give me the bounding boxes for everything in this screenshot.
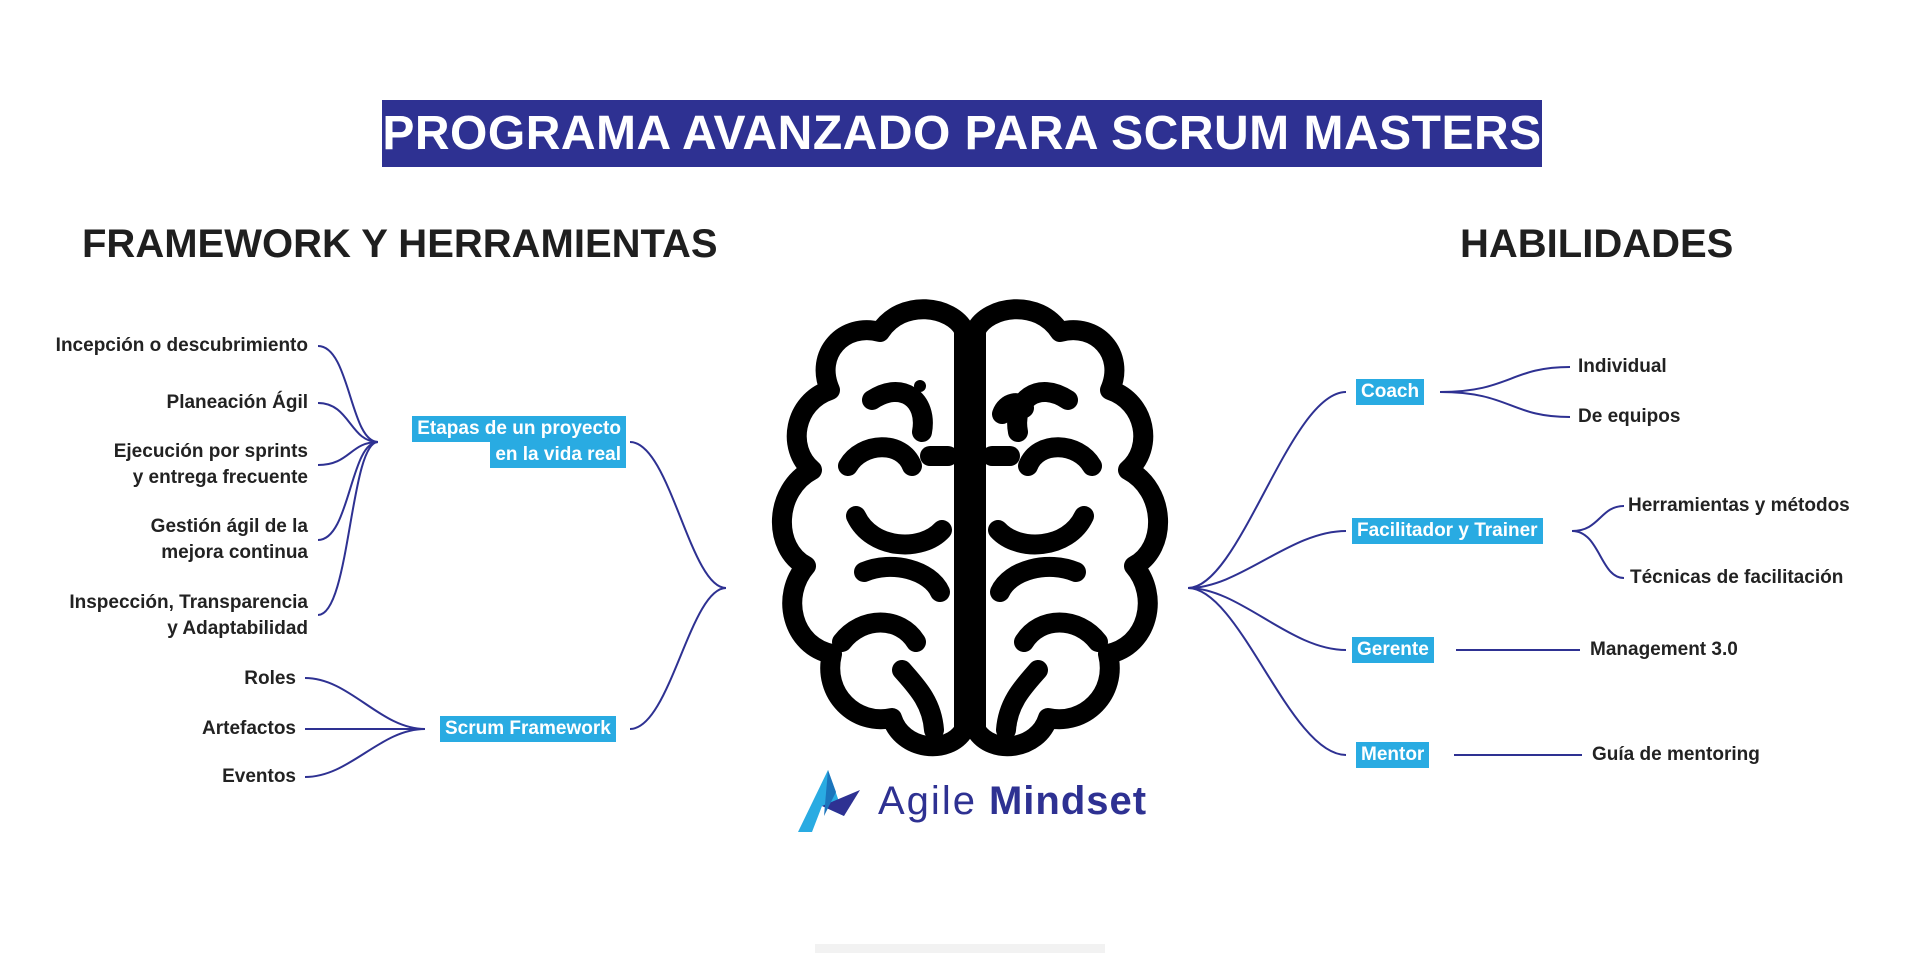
connector-scrum-3 <box>304 728 426 778</box>
mentor-item-mentoring: Guía de mentoring <box>1592 744 1760 765</box>
etapas-item-3-line1: Ejecución por sprints <box>113 441 308 462</box>
title-banner: PROGRAMA AVANZADO PARA SCRUM MASTERS <box>382 100 1542 167</box>
hub-facilitador-trainer: Facilitador y Trainer <box>1352 518 1543 544</box>
scrum-item-roles: Roles <box>244 668 296 689</box>
etapas-item-4-line1: Gestión ágil de la <box>150 516 308 537</box>
connector-facil-1 <box>1571 505 1625 532</box>
connector-brain-gerente <box>1187 587 1347 651</box>
brand-word-agile: Agile <box>878 778 977 823</box>
etapas-item-2: Planeación Ágil <box>40 390 308 416</box>
connector-etapas-5 <box>317 441 379 616</box>
brand-logo: Agile Mindset <box>788 766 1147 836</box>
etapas-item-4-line2: mejora continua <box>161 542 308 563</box>
connector-coach-1 <box>1439 366 1571 393</box>
gerente-item-management: Management 3.0 <box>1590 639 1738 660</box>
connector-etapas-brain <box>629 441 727 589</box>
etapas-item-3-line2: y entrega frecuente <box>132 467 308 488</box>
facilitador-item-tecnicas: Técnicas de facilitación <box>1630 567 1844 588</box>
connector-brain-mentor <box>1187 587 1347 756</box>
brand-word-mindset: Mindset <box>988 778 1148 823</box>
brain-icon <box>772 299 1168 757</box>
right-section-heading: HABILIDADES <box>1460 222 1734 266</box>
etapas-item-4: Gestión ágil de la mejora continua <box>40 514 308 566</box>
hub-gerente: Gerente <box>1352 637 1434 663</box>
hub-etapas: Etapas de un proyecto en la vida real <box>400 416 626 468</box>
scrum-item-artefactos: Artefactos <box>202 718 296 739</box>
hub-etapas-line2: en la vida real <box>490 442 626 468</box>
bottom-scroll-strip <box>815 944 1105 953</box>
etapas-item-2-text: Planeación Ágil <box>166 392 308 413</box>
connector-etapas-3 <box>317 441 379 466</box>
hub-scrum-framework: Scrum Framework <box>440 716 616 742</box>
etapas-item-5-line2: y Adaptabilidad <box>167 618 308 639</box>
etapas-item-1: Incepción o descubrimiento <box>40 333 308 359</box>
etapas-item-3: Ejecución por sprints y entrega frecuent… <box>40 439 308 491</box>
connector-facil-2 <box>1571 530 1625 579</box>
connector-etapas-2 <box>317 402 379 443</box>
etapas-item-5-line1: Inspección, Transparencia <box>69 592 308 613</box>
agile-mindset-logo-icon <box>798 770 860 832</box>
etapas-item-1-text: Incepción o descubrimiento <box>55 335 308 356</box>
hub-etapas-line1: Etapas de un proyecto <box>412 416 626 442</box>
page-title: PROGRAMA AVANZADO PARA SCRUM MASTERS <box>382 107 1542 160</box>
coach-item-individual: Individual <box>1578 356 1667 377</box>
connector-scrum-1 <box>304 677 426 730</box>
scrum-item-eventos: Eventos <box>222 766 296 787</box>
left-section-heading: FRAMEWORK Y HERRAMIENTAS <box>82 222 718 266</box>
hub-coach: Coach <box>1356 379 1425 405</box>
connector-brain-coach <box>1187 391 1347 589</box>
connector-etapas-1 <box>317 345 379 443</box>
hub-mentor: Mentor <box>1356 742 1430 768</box>
connector-coach-2 <box>1439 391 1571 418</box>
coach-item-equipos: De equipos <box>1578 406 1681 427</box>
connector-scrum-brain <box>629 587 727 730</box>
connector-etapas-4 <box>317 441 379 541</box>
etapas-item-5: Inspección, Transparencia y Adaptabilida… <box>40 590 308 642</box>
facilitador-item-herramientas: Herramientas y métodos <box>1628 495 1850 516</box>
connector-brain-facilitador <box>1187 530 1347 589</box>
